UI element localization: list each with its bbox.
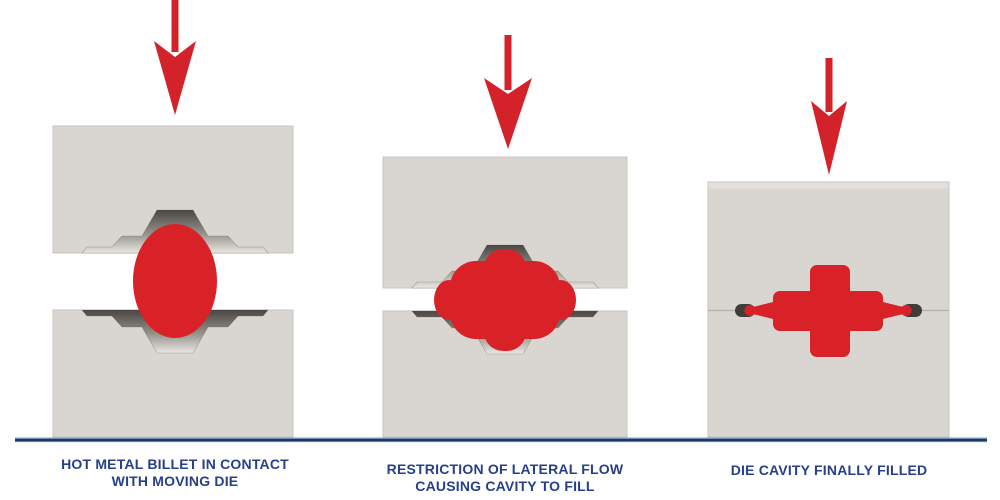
press-arrow-icon xyxy=(484,35,532,149)
caption-stage-3-line-1: DIE CAVITY FINALLY FILLED xyxy=(730,462,928,478)
stage-1-diagram xyxy=(52,0,294,438)
caption-stage-1-line-2: WITH MOVING DIE xyxy=(111,473,239,489)
die-top-highlight xyxy=(708,182,949,189)
forged-cross-with-flash xyxy=(744,265,912,357)
caption-stage-2: RESTRICTION OF LATERAL FLOW CAUSING CAVI… xyxy=(355,461,655,495)
caption-stage-2-line-1: RESTRICTION OF LATERAL FLOW xyxy=(386,461,624,477)
caption-stage-1: HOT METAL BILLET IN CONTACT WITH MOVING … xyxy=(25,456,325,490)
baseline-rule xyxy=(15,437,987,443)
caption-stage-2-line-2: CAUSING CAVITY TO FILL xyxy=(415,478,595,494)
caption-stage-1-line-1: HOT METAL BILLET IN CONTACT xyxy=(61,456,289,472)
stage-2-diagram xyxy=(382,35,628,438)
hot-metal-billet xyxy=(133,224,217,338)
deforming-metal-billet xyxy=(434,249,576,351)
press-arrow-icon xyxy=(811,58,847,175)
press-arrow-icon xyxy=(154,0,196,115)
caption-stage-3: DIE CAVITY FINALLY FILLED xyxy=(679,462,979,479)
stage-3-diagram xyxy=(707,58,950,438)
